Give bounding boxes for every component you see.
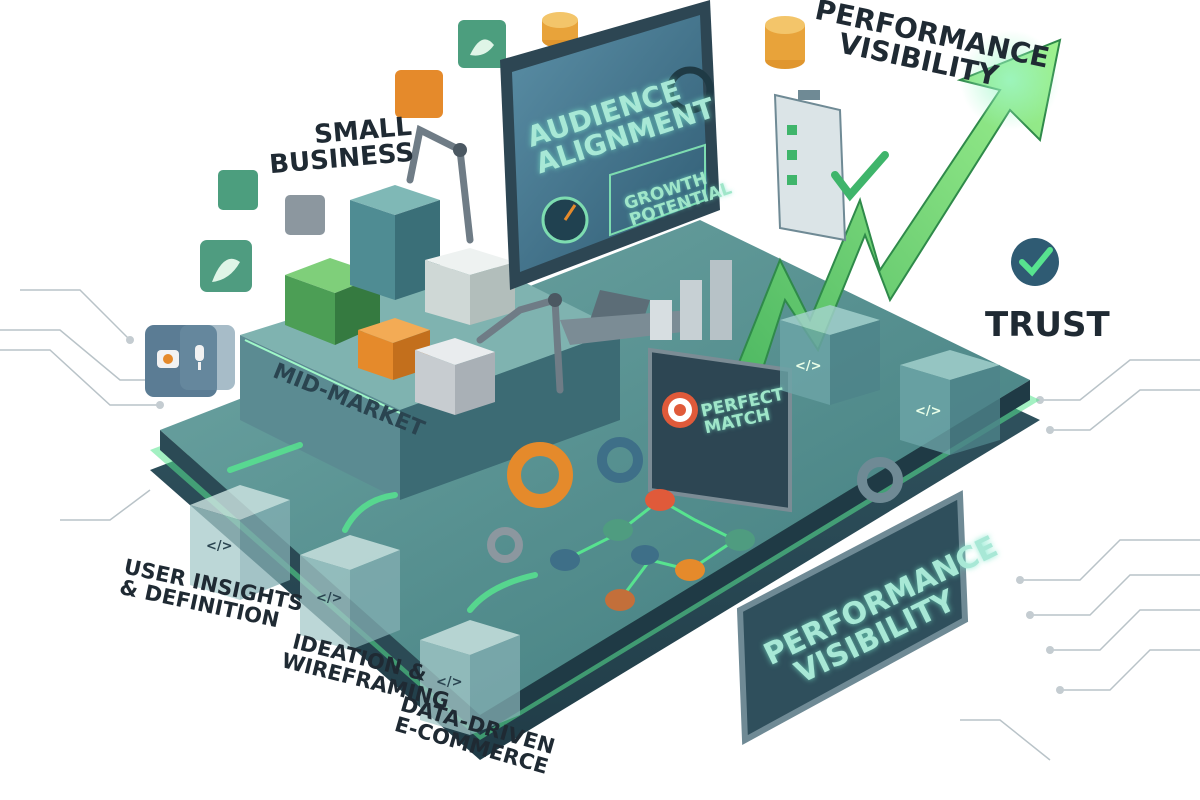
platform-base: [150, 220, 1040, 760]
growth-potential-frame: [609, 143, 706, 237]
code-cubes-right: [780, 305, 1000, 455]
trust-label: Trust: [985, 305, 1110, 345]
code-icon: </>: [795, 359, 822, 374]
target-icon: [662, 392, 698, 428]
process-flow: [550, 489, 755, 611]
code-icon: </>: [436, 675, 463, 690]
calendar-icon: [675, 559, 705, 581]
performance-panel: [736, 490, 969, 745]
code-icon: </>: [915, 404, 942, 419]
robot-arm-icon: [406, 124, 564, 394]
code-icon: </>: [206, 539, 233, 554]
code-boxes-left: [190, 485, 520, 735]
dollar-coin-icon: [542, 12, 805, 69]
gear-icon: [666, 66, 714, 114]
circuit-lines: [0, 289, 1200, 761]
floating-cubes: [145, 20, 506, 397]
bar-chart: [650, 260, 732, 340]
check-badge-icon: [1011, 238, 1059, 286]
speedometer-icon: [541, 196, 589, 244]
leaf-icon: [212, 39, 494, 282]
camera-icon: [157, 350, 179, 368]
code-icon: </>: [316, 591, 343, 606]
perfect-match-panel: [648, 347, 792, 513]
microphone-icon: [195, 345, 204, 370]
user-icon: [603, 519, 633, 541]
checklist-icon: [773, 90, 889, 242]
cube-cluster: [285, 185, 515, 415]
gear-icon-cluster: [487, 437, 903, 563]
flow-arrows: [227, 442, 538, 613]
small-business-label: Small Business: [268, 111, 416, 181]
